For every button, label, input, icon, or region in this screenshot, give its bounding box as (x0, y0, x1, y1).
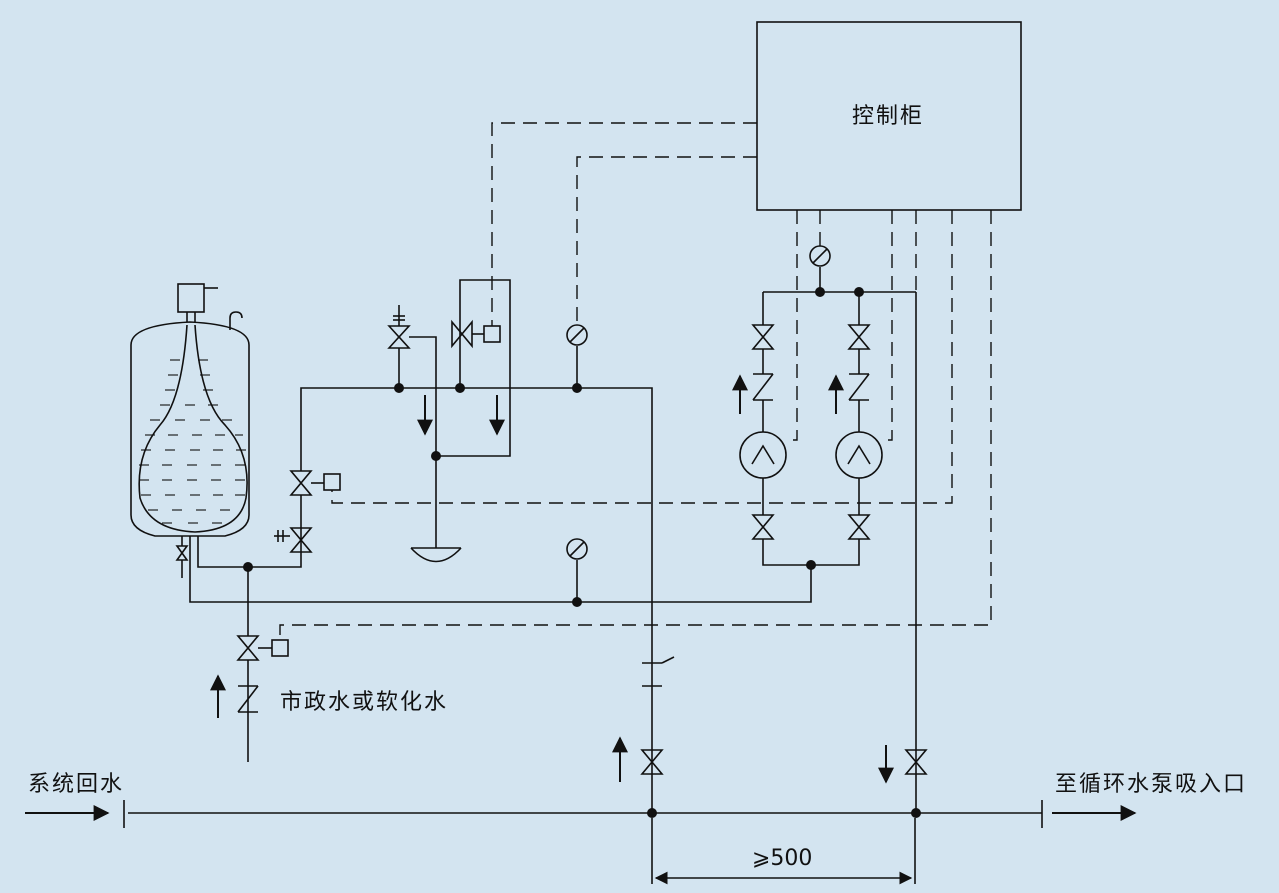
dimension-line (651, 818, 916, 885)
safety-relief-valve (387, 305, 462, 563)
solenoid-bypass-loop (436, 279, 511, 457)
makeup-water-line (210, 567, 289, 762)
expansion-tank (130, 283, 250, 578)
pump-discharge-line (878, 292, 928, 813)
control-cabinet-label: 控制柜 (852, 104, 925, 129)
tank-side-valves (274, 387, 653, 813)
pressure-gauges (566, 245, 831, 602)
main-pipe (25, 800, 1137, 828)
spacing-dimension-label: ⩾500 (752, 846, 813, 871)
control-wiring (279, 122, 992, 640)
system-return-label: 系统回水 (28, 772, 125, 797)
tank-bottom-pipe (189, 536, 812, 603)
pump-assemblies (732, 291, 916, 566)
junction-dots (243, 287, 921, 818)
return-branch-valves (612, 656, 675, 782)
control-cabinet-box (756, 21, 1022, 211)
pump-inlet-label: 至循环水泵吸入口 (1055, 772, 1248, 797)
makeup-water-label: 市政水或软化水 (280, 690, 449, 715)
